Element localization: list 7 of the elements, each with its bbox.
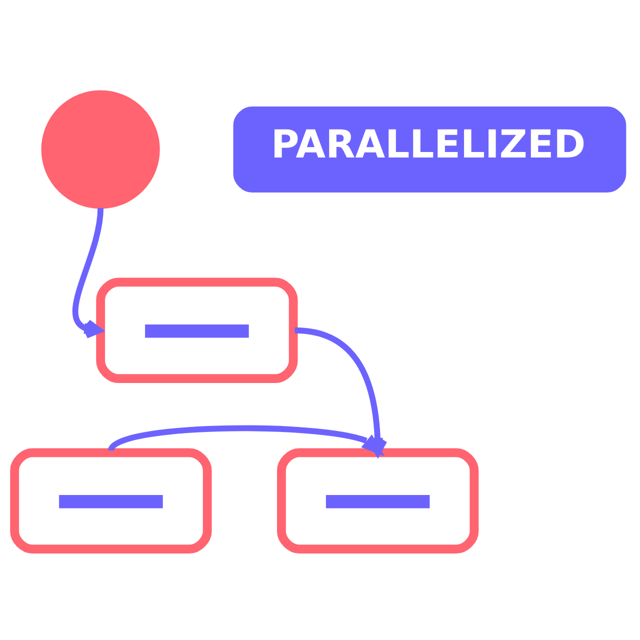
node-box <box>96 278 298 384</box>
node-circle <box>41 90 160 209</box>
node-box <box>277 448 479 554</box>
node-box <box>10 448 212 554</box>
arrow <box>72 208 104 338</box>
arrow <box>108 425 385 456</box>
node-box: PARALLELIZED <box>233 106 626 192</box>
